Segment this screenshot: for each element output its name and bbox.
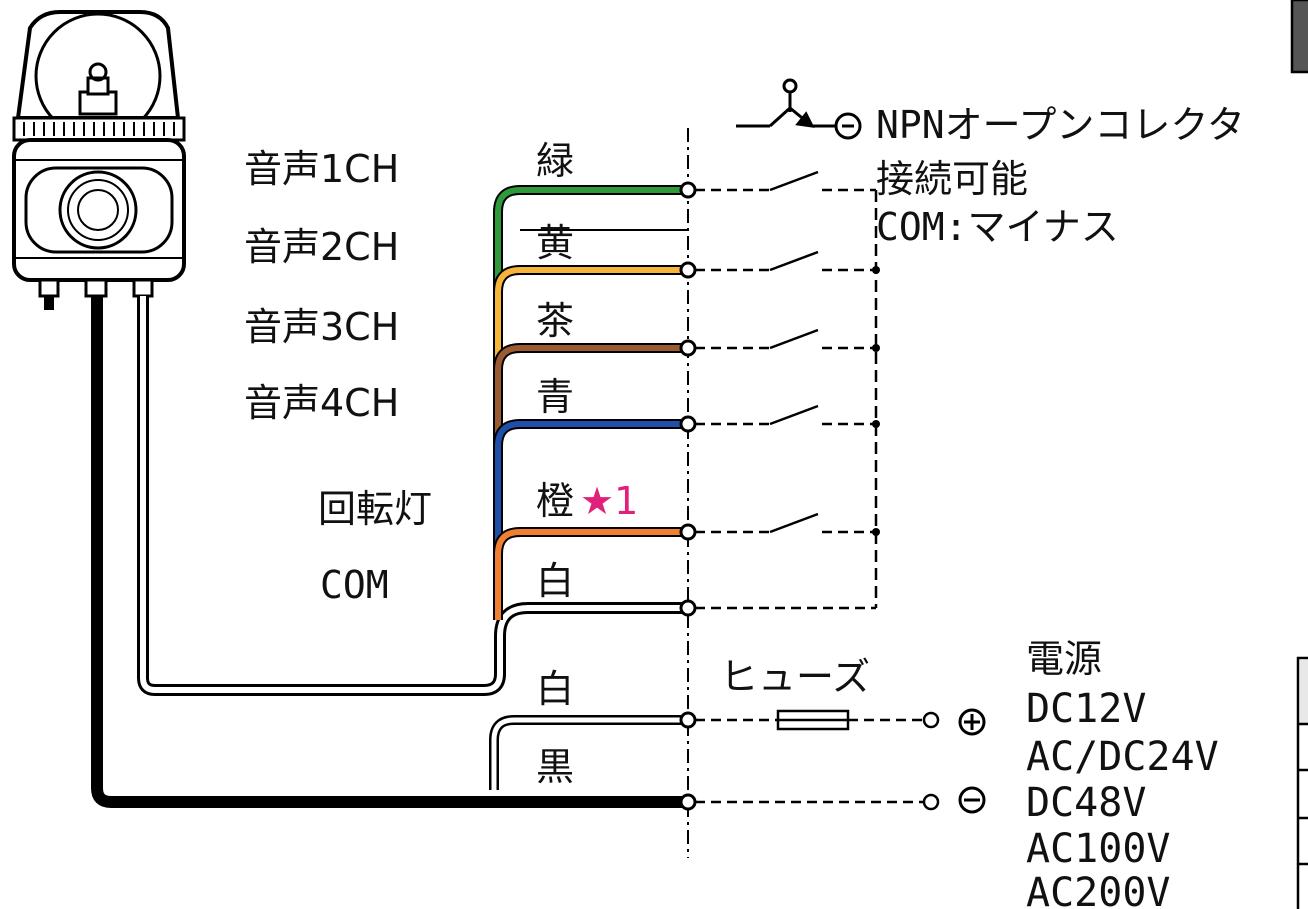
rotating-light-label: 回転灯 <box>318 487 432 531</box>
rotating-light-device <box>12 10 186 310</box>
voltage-item: AC100V <box>1026 826 1171 872</box>
wire-white-com-label: 白 <box>536 559 574 603</box>
fuse-label: ヒューズ <box>720 655 870 699</box>
switch-5 <box>695 512 876 534</box>
terminal-points <box>679 181 697 811</box>
voltage-item: DC48V <box>1026 780 1146 826</box>
npn-line-1: NPNオープンコレクタ <box>876 103 1245 147</box>
wire-white-power-label: 白 <box>536 667 574 711</box>
wire-yellow-label: 黄 <box>536 221 574 265</box>
wire-brown-label: 茶 <box>536 299 574 343</box>
channel-2-label: 音声2CH <box>244 225 399 269</box>
channel-4-label: 音声4CH <box>244 381 399 425</box>
switch-1 <box>695 170 876 192</box>
switch-4 <box>695 404 876 426</box>
minus-terminal-icon <box>958 786 986 814</box>
cropped-table <box>1290 0 1308 909</box>
voltage-item: DC12V <box>1026 686 1146 732</box>
plus-terminal-icon <box>958 708 986 736</box>
power-voltages: DC12V AC/DC24V DC48V AC100V AC200V <box>1026 686 1219 909</box>
switches <box>695 170 878 610</box>
fuse <box>695 709 940 811</box>
bus-junctions <box>872 266 880 536</box>
npn-line-2: 接続可能 <box>876 157 1028 201</box>
cable-white-outer <box>137 296 688 696</box>
npn-line-3: COM:マイナス <box>876 205 1119 249</box>
voltage-item: AC/DC24V <box>1026 734 1219 780</box>
wire-bundle <box>493 185 688 620</box>
wire-black-power-label: 黒 <box>536 745 574 789</box>
power-title: 電源 <box>1026 637 1102 681</box>
npn-symbol <box>736 78 862 140</box>
channel-3-label: 音声3CH <box>244 305 399 349</box>
switch-3 <box>695 328 876 350</box>
com-label: COM <box>320 563 389 607</box>
voltage-item: AC200V <box>1026 870 1171 909</box>
power-wires <box>489 715 688 790</box>
wire-orange-label: 橙★1 <box>536 479 638 523</box>
channel-1-label: 音声1CH <box>244 147 399 191</box>
footnote-star: ★1 <box>580 479 638 523</box>
wire-green-label: 緑 <box>536 139 574 183</box>
switch-2 <box>695 250 876 272</box>
wire-blue-label: 青 <box>536 375 574 419</box>
cable-black <box>91 296 688 808</box>
